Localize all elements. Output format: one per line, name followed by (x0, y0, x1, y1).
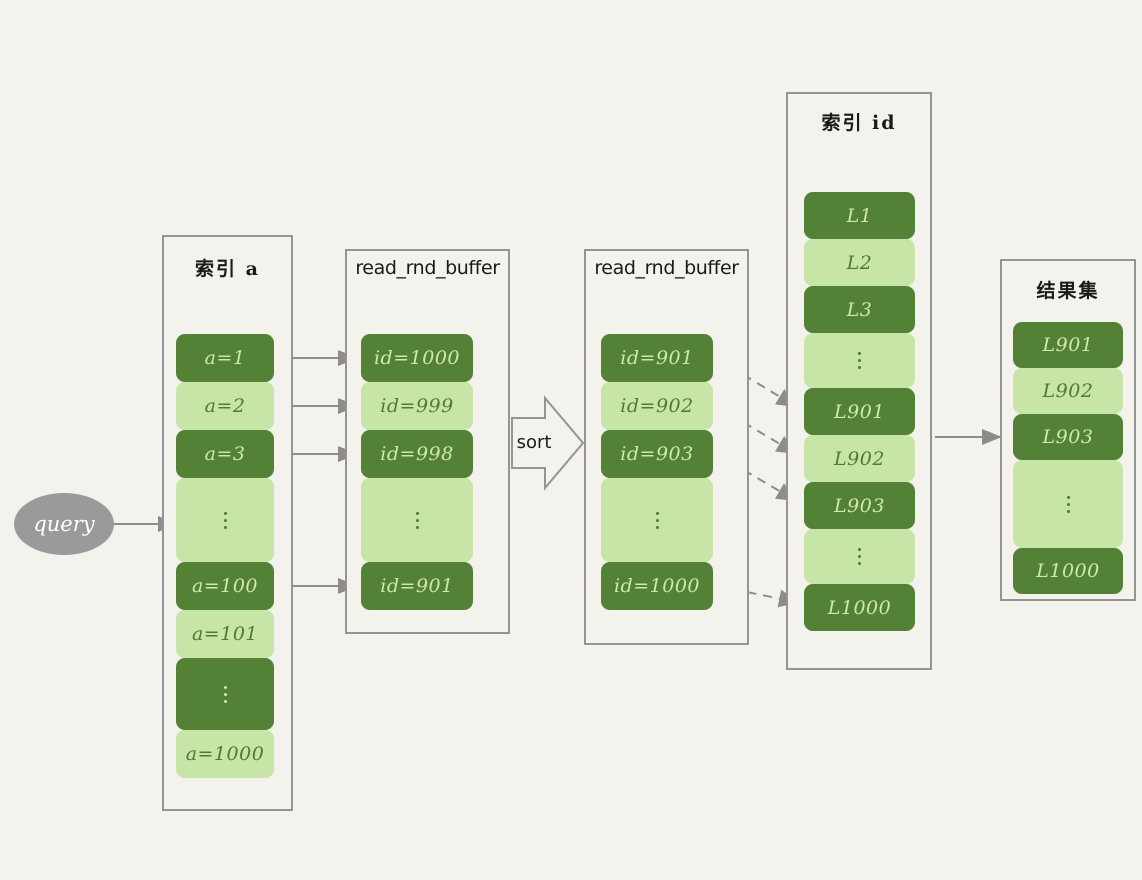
cell-label: L2 (846, 251, 873, 274)
ellipsis-icon (223, 685, 227, 703)
cell-label: L902 (1042, 380, 1094, 402)
cell-label: L903 (834, 494, 885, 517)
cell-index-id-5[interactable]: L902 (804, 435, 915, 482)
cell-index-id-1[interactable]: L2 (804, 239, 915, 286)
cell-label: id=1000 (613, 575, 700, 597)
ellipsis-icon (1066, 495, 1070, 513)
ellipsis-icon (858, 548, 861, 565)
cell-buffer-sorted-4[interactable]: id=1000 (601, 562, 713, 610)
cell-index-a-7[interactable]: a=1000 (176, 730, 274, 778)
cell-result-1[interactable]: L902 (1013, 368, 1123, 414)
cell-index-a-2[interactable]: a=3 (176, 430, 274, 478)
cell-label: id=901 (620, 347, 694, 369)
cell-label: id=902 (620, 395, 694, 417)
cell-label: a=1 (204, 347, 246, 369)
cell-label: id=1000 (373, 347, 460, 369)
cell-index-id-2[interactable]: L3 (804, 286, 915, 333)
cell-buffer-unsorted-1[interactable]: id=999 (361, 382, 473, 430)
cell-buffer-unsorted-3[interactable] (361, 478, 473, 562)
cell-buffer-sorted-1[interactable]: id=902 (601, 382, 713, 430)
cell-index-a-4[interactable]: a=100 (176, 562, 274, 610)
cell-label: L1000 (827, 596, 892, 619)
sort-label: sort (516, 432, 552, 453)
cell-index-id-4[interactable]: L901 (804, 388, 915, 435)
cell-buffer-sorted-2[interactable]: id=903 (601, 430, 713, 478)
cell-label: L901 (1042, 334, 1094, 356)
panel-buffer-unsorted-title: read_rnd_buffer (355, 257, 500, 279)
cell-label: id=901 (380, 575, 454, 597)
query-node[interactable]: query (14, 493, 114, 555)
cell-result-3[interactable] (1013, 460, 1123, 548)
cell-buffer-unsorted-4[interactable]: id=901 (361, 562, 473, 610)
cell-index-a-1[interactable]: a=2 (176, 382, 274, 430)
cell-index-id-3[interactable] (804, 333, 915, 388)
cell-result-0[interactable]: L901 (1013, 322, 1123, 368)
cell-label: L1 (846, 204, 873, 227)
cell-buffer-sorted-3[interactable] (601, 478, 713, 562)
cell-index-a-0[interactable]: a=1 (176, 334, 274, 382)
cell-result-4[interactable]: L1000 (1013, 548, 1123, 594)
cell-label: id=998 (380, 443, 454, 465)
cell-label: L1000 (1036, 560, 1100, 582)
ellipsis-icon (223, 511, 227, 529)
panel-index-id-title: 索引 id (821, 112, 897, 134)
cell-index-id-6[interactable]: L903 (804, 482, 915, 529)
panel-index-a-title: 索引 a (195, 258, 260, 280)
cell-index-id-8[interactable]: L1000 (804, 584, 915, 631)
cell-result-2[interactable]: L903 (1013, 414, 1123, 460)
cell-label: a=1000 (185, 743, 265, 765)
cell-index-id-0[interactable]: L1 (804, 192, 915, 239)
cell-index-a-3[interactable] (176, 478, 274, 562)
cell-label: id=999 (380, 395, 454, 417)
cell-label: a=100 (191, 575, 258, 597)
cell-label: L902 (834, 447, 885, 470)
cell-buffer-sorted-0[interactable]: id=901 (601, 334, 713, 382)
cell-index-a-6[interactable] (176, 658, 274, 730)
cell-index-a-5[interactable]: a=101 (176, 610, 274, 658)
cell-buffer-unsorted-2[interactable]: id=998 (361, 430, 473, 478)
ellipsis-icon (858, 352, 861, 369)
panel-result-set-title: 结果集 (1036, 280, 1100, 302)
query-label: query (33, 512, 95, 536)
panel-buffer-sorted-title: read_rnd_buffer (594, 257, 739, 279)
cell-index-id-7[interactable] (804, 529, 915, 584)
cell-label: id=903 (620, 443, 694, 465)
ellipsis-icon (415, 511, 419, 529)
cell-label: L903 (1042, 426, 1094, 448)
ellipsis-icon (655, 511, 659, 529)
cell-label: a=101 (191, 623, 258, 645)
cell-label: a=3 (204, 443, 246, 465)
cell-label: L901 (834, 400, 885, 423)
cell-buffer-unsorted-0[interactable]: id=1000 (361, 334, 473, 382)
cell-label: L3 (846, 298, 873, 321)
cell-label: a=2 (204, 395, 246, 417)
